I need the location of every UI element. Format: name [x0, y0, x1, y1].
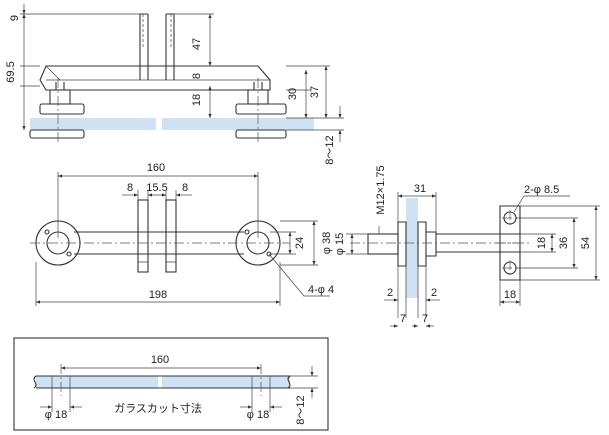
- cut-glass-edges: [36, 375, 290, 389]
- front-view: 9 69.5 47 18 8 30 37 8～12: [5, 4, 344, 165]
- dim-36-end: 36: [558, 237, 570, 249]
- cut-break-right: [287, 375, 291, 389]
- dim-18-end-width: 18: [504, 289, 516, 301]
- dim-69-5: 69.5: [5, 61, 17, 82]
- dim-37: 37: [309, 86, 321, 98]
- dim-2a: 2: [387, 287, 393, 299]
- plan-view: 160 8 15.5 8 24 φ 38 198 4-: [30, 162, 334, 306]
- rib-hidden-lines: [142, 14, 172, 48]
- dim-18-end: 18: [536, 237, 548, 249]
- dim-8-front: 8: [191, 73, 203, 79]
- plan-right-ext: [270, 220, 318, 266]
- dim-2-holes: 2-φ 8.5: [524, 184, 559, 196]
- vertical-ribs: [139, 13, 175, 80]
- side-nut: [426, 231, 437, 257]
- glass-panel-right: [162, 118, 314, 130]
- dim-9: 9: [9, 15, 21, 21]
- left-clamp: [29, 82, 85, 139]
- dim-30: 30: [287, 88, 299, 100]
- holes-leader: [268, 253, 330, 297]
- dim-dia-15: φ 15: [334, 233, 346, 255]
- right-clamp: [235, 82, 287, 139]
- cut-glass-right: [162, 376, 290, 388]
- glass-cut-panel: 160 φ 18 φ 18 ガラスカット寸法 8～12: [13, 337, 329, 431]
- glass-panel-left: [30, 118, 156, 130]
- dim-dia-18-right: φ 18: [247, 409, 269, 421]
- cut-glass-left: [36, 376, 158, 388]
- dim-24: 24: [294, 237, 306, 249]
- body-detail-lines: [45, 65, 270, 81]
- front-ext-lines: [20, 13, 140, 87]
- plan-rib-right: [165, 199, 177, 273]
- side-bolt: [367, 233, 399, 255]
- dim-54-end: 54: [580, 237, 592, 249]
- end-holes-leader: [513, 195, 570, 213]
- dim-4-holes: 4-φ 4: [308, 284, 334, 296]
- front-centerlines: [57, 78, 259, 144]
- dim-160-plan: 160: [147, 162, 165, 174]
- glass-cut-title: ガラスカット寸法: [114, 401, 202, 415]
- dim-18-front: 18: [191, 94, 203, 106]
- plan-bar: [74, 231, 244, 255]
- side-view: M12×1.75 31 φ 15 2 2 7 7: [334, 165, 520, 328]
- cut-break-left: [33, 375, 37, 389]
- plan-rib-left: [137, 199, 149, 273]
- dim-31: 31: [414, 183, 426, 195]
- glass-cut-frame: [13, 337, 329, 431]
- dim-7b: 7: [422, 313, 428, 325]
- dim-15-5: 15.5: [146, 182, 167, 194]
- dim-8b: 8: [182, 182, 188, 194]
- end-view: 2-φ 8.5 18 36 54 18: [496, 184, 600, 306]
- dim-8a: 8: [127, 182, 133, 194]
- dim-glass-thickness-front: 8～12: [324, 135, 336, 164]
- side-arm: [436, 233, 520, 253]
- dim-160-cut: 160: [151, 354, 169, 366]
- dim-glass-thickness-cut: 8～12: [295, 395, 307, 424]
- side-glass: [406, 198, 418, 298]
- dim-dia-38: φ 38: [321, 232, 333, 254]
- dim-2b: 2: [431, 287, 437, 299]
- dim-47: 47: [191, 38, 203, 50]
- plan-ext-160: [57, 172, 259, 238]
- dim-198: 198: [149, 289, 167, 301]
- dim-thread: M12×1.75: [375, 165, 387, 214]
- front-right-ext-lines: [286, 65, 344, 131]
- dim-7a: 7: [400, 313, 406, 325]
- dim-dia-18-left: φ 18: [45, 409, 67, 421]
- fitting-body: [39, 65, 271, 91]
